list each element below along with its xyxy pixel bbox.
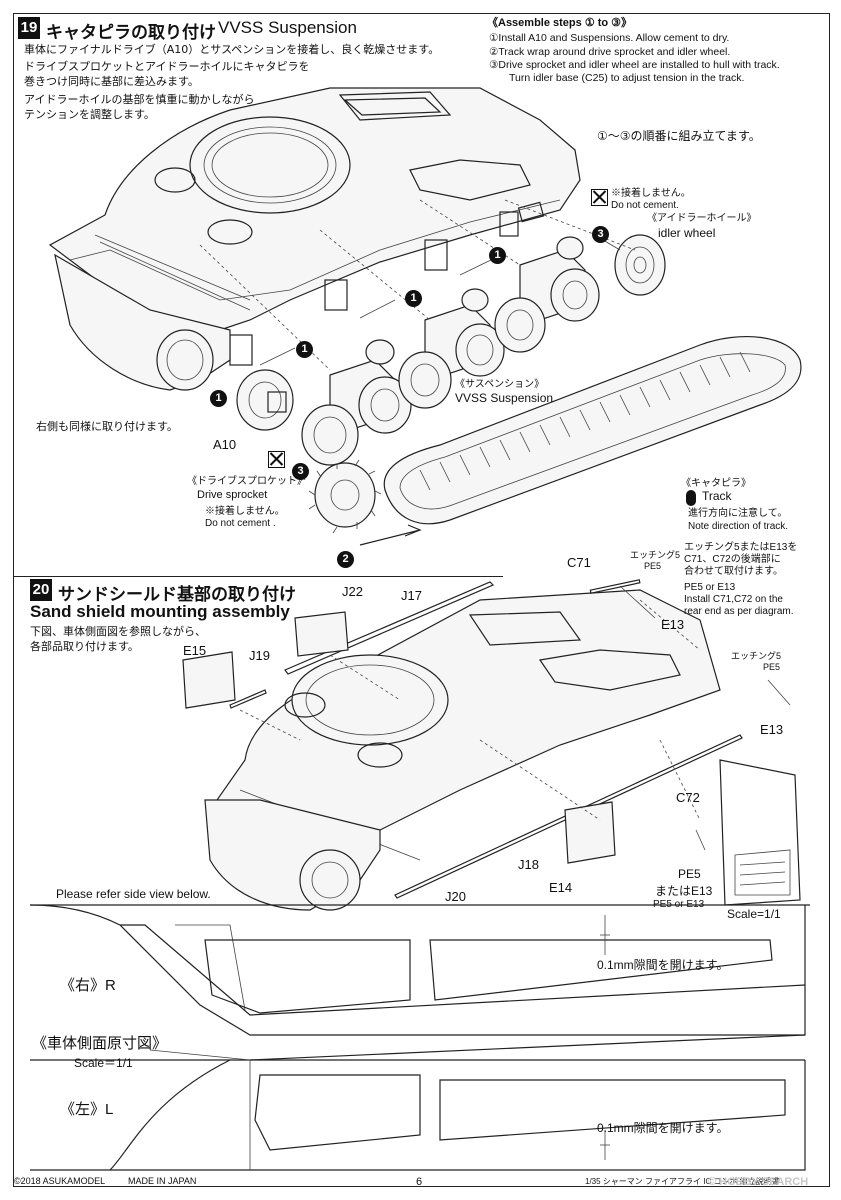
pe5-alt-en: PE5 or E13 (653, 899, 705, 910)
no-cement-en: Do not cement . (205, 518, 276, 529)
part-c71: C71 (567, 555, 591, 570)
step-19-title-jp: キャタピラの取り付け (46, 23, 216, 42)
footer-copyright: ©2018 ASUKAMODEL (14, 1176, 106, 1186)
no-cement-en: Do not cement. (611, 200, 679, 211)
step-20-title-jp: サンドシールド基部の取り付け (58, 585, 296, 604)
step-marker-1: 1 (210, 390, 227, 407)
side-view-scale: Scale＝1/1 (74, 1056, 133, 1070)
pe5-alt-jp: またはE13 (655, 884, 713, 898)
step-marker-3: 3 (592, 226, 609, 243)
no-cement-jp: ※接着しません。 (205, 506, 285, 517)
drive-sprocket-jp: 《ドライブスプロケット》 (187, 476, 307, 487)
footer-watermark: © HOBBY SEARCH (708, 1176, 809, 1188)
part-a10-label: A10 (213, 437, 237, 452)
etch-note-3-pe5: PE5 (763, 662, 781, 672)
track-en: Track (702, 489, 732, 503)
no-cement-icon (591, 189, 608, 206)
refer-side-view-note: Please refer side view below. (56, 887, 211, 901)
idler-wheel-en: idler wheel (658, 226, 716, 240)
etch-note-2-en: rear end as per diagram. (684, 606, 794, 617)
step-19-desc-line: 車体にファイナルドライブ（A10）とサスペンションを接着し、良く乾燥させます。 (24, 43, 440, 56)
part-j22: J22 (342, 584, 363, 599)
step-19-desc-line: ドライブスプロケットとアイドラーホイルにキャタピラを (24, 60, 310, 73)
step-19-number: 19 (18, 17, 40, 39)
assemble-step-line: ①Install A10 and Suspensions. Allow ceme… (489, 32, 730, 44)
step-marker-1: 1 (296, 341, 313, 358)
page-border (13, 13, 830, 1187)
idler-wheel-jp: 《アイドラーホイール》 (647, 213, 757, 224)
part-j20: J20 (445, 889, 466, 904)
suspension-en: VVSS Suspension (455, 391, 554, 405)
pe5-label: PE5 (678, 867, 701, 881)
step-19-title-en: VVSS Suspension (218, 18, 357, 37)
assemble-step-line: ③Drive sprocket and idler wheel are inst… (489, 59, 780, 71)
track-direction-jp: 進行方向に注意して。 (688, 508, 788, 519)
assembly-order-note: ①～③の順番に組み立てます。 (597, 129, 761, 143)
left-side-label: 《左》L (60, 1101, 114, 1118)
step-marker-2: 2 (337, 551, 354, 568)
etch-note-1-jp: エッチング5 (630, 550, 681, 560)
etch-note-2-jp: 合わせて取付けます。 (684, 566, 783, 577)
assemble-steps-title: 《Assemble steps ① to ③》 (487, 17, 633, 29)
etch-note-2-en: PE5 or E13 (684, 582, 736, 593)
etch-note-2-jp: エッチング5またはE13を (684, 542, 798, 553)
track-direction-en: Note direction of track. (688, 521, 789, 532)
step-20-desc-line: 下図、車体側面図を参照しながら、 (30, 625, 206, 638)
step-marker-1: 1 (405, 290, 422, 307)
step-separator (13, 576, 503, 577)
gap-note-left: 0.1mm隙間を開けます。 (597, 1121, 729, 1135)
step-20-title-en: Sand shield mounting assembly (30, 602, 290, 621)
etch-note-2-jp: C71、C72の後端部に (684, 554, 781, 565)
part-j19: J19 (249, 648, 270, 663)
part-e13: E13 (760, 722, 784, 737)
no-cement-jp: ※接着しません。 (611, 188, 691, 199)
step-19-desc-line: 巻きつけ同時に基部に差込みます。 (24, 75, 199, 88)
detail-scale: Scale=1/1 (727, 907, 781, 921)
attention-icon (686, 490, 696, 506)
no-cement-icon (268, 451, 285, 468)
right-side-label: 《右》R (60, 977, 116, 994)
step-19-desc-line: テンションを調整します。 (24, 108, 155, 121)
footer-page-number: 6 (416, 1176, 423, 1188)
part-e15: E15 (183, 643, 207, 658)
part-c72: C72 (676, 790, 700, 805)
step-marker-3: 3 (292, 463, 309, 480)
step-19-desc-line: アイドラーホイルの基部を慎重に動かしながら (24, 93, 255, 106)
etch-note-1-pe5: PE5 (644, 561, 662, 571)
right-side-note: 右側も同様に取り付けます。 (36, 420, 178, 433)
step-marker-1: 1 (489, 247, 506, 264)
part-e14: E14 (549, 880, 573, 895)
drive-sprocket-en: Drive sprocket (197, 489, 268, 501)
etch-note-3-jp: エッチング5 (731, 651, 782, 661)
assemble-step-line: ②Track wrap around drive sprocket and id… (489, 46, 731, 58)
side-view-title: 《車体側面原寸図》 (32, 1035, 168, 1052)
track-jp: 《キャタピラ》 (681, 478, 751, 489)
gap-note-right: 0.1mm隙間を開けます。 (597, 958, 729, 972)
part-j18: J18 (518, 857, 539, 872)
footer-made-in: MADE IN JAPAN (128, 1176, 197, 1186)
step-20-number: 20 (30, 579, 52, 601)
footer-product: 1/35 シャーマン ファイアフライ IC コンボ 組立説明書 (585, 1177, 780, 1186)
assemble-step-line: Turn idler base (C25) to adjust tension … (509, 72, 745, 84)
suspension-jp: 《サスペンション》 (455, 379, 545, 390)
etch-note-2-en: Install C71,C72 on the (684, 594, 783, 605)
part-j17: J17 (401, 588, 422, 603)
step-20-desc-line: 各部品取り付けます。 (30, 640, 139, 653)
part-e13: E13 (661, 617, 685, 632)
